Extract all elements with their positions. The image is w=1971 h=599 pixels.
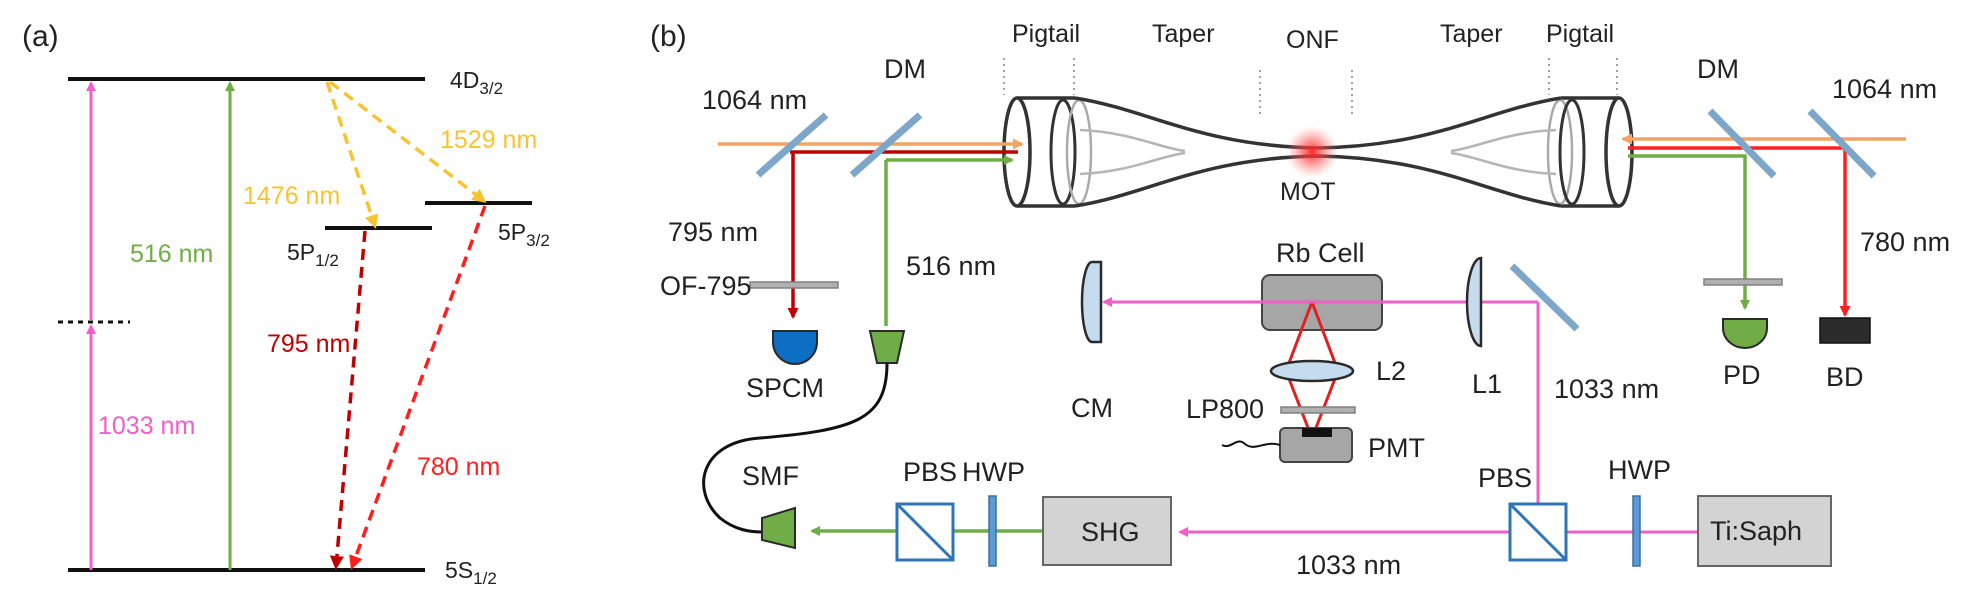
lens-l1[interactable] [1465, 256, 1483, 348]
wl-1033-lower-label: 1033 nm [1296, 550, 1401, 580]
ti-saph-label: Ti:Saph [1710, 516, 1802, 546]
laser-1064-right-label: 1064 nm [1832, 74, 1937, 104]
section-separators [1003, 58, 1618, 118]
pmt-label: PMT [1368, 433, 1425, 463]
mot-cloud [1286, 126, 1338, 178]
pbs-left-label: PBS [903, 457, 957, 487]
dichroic-mirror-left-2[interactable] [849, 112, 923, 178]
mot-label: MOT [1280, 178, 1336, 206]
smf-label: SMF [742, 461, 799, 491]
wl-795-label: 795 nm [668, 217, 758, 247]
pigtail-right-housing [1561, 96, 1619, 208]
decay-780-arrow [349, 205, 487, 570]
decay-1476-label: 1476 nm [243, 182, 340, 210]
filter-of795[interactable] [749, 281, 839, 289]
filter-pd[interactable] [1703, 278, 1783, 286]
filter-of795-label: OF-795 [660, 271, 752, 301]
energy-level-diagram: (a) 4D3/2 5P3/2 5P1/2 5S1/2 1033 nm 516 … [22, 20, 550, 588]
pigtail-left-housing [1017, 96, 1075, 208]
pbs-right-label: PBS [1478, 463, 1532, 493]
ti-saph-laser[interactable] [1697, 495, 1832, 567]
filter-lp800[interactable] [1280, 406, 1356, 414]
pump-wavelength-label: 1033 nm [98, 412, 195, 440]
fiber-coupler-bottom[interactable] [761, 506, 796, 550]
shg-module[interactable] [1042, 496, 1172, 566]
hwp-left[interactable] [988, 495, 997, 567]
lens-l2[interactable] [1269, 359, 1355, 383]
dichroic-mirror-left-1[interactable] [755, 112, 829, 178]
single-mode-fiber [702, 362, 889, 534]
state-5p32-label: 5P3/2 [498, 219, 550, 250]
decay-780-label: 780 nm [417, 453, 500, 481]
filter-lp800-label: LP800 [1186, 394, 1264, 424]
cavity-mirror-cm-label: CM [1071, 393, 1113, 423]
state-4d32-label: 4D3/2 [450, 67, 503, 98]
decay-795-label: 795 nm [267, 330, 350, 358]
taper-right-label: Taper [1440, 20, 1503, 48]
decay-1476-arrow [325, 81, 379, 229]
state-5s12-label: 5S1/2 [445, 557, 497, 588]
wl-780-label: 780 nm [1860, 227, 1950, 257]
cavity-mirror-cm[interactable] [1080, 260, 1103, 344]
hwp-left-label: HWP [962, 457, 1025, 487]
panel-b-label: (b) [650, 20, 687, 53]
beam-dump-bd[interactable] [1819, 317, 1871, 344]
photodiode-pd[interactable] [1722, 318, 1768, 349]
optical-setup: (b) Pigtail Taper ONF Taper Pigtail MOT [650, 20, 1950, 580]
steering-mirror-1033[interactable] [1509, 263, 1580, 332]
wl-516-label: 516 nm [906, 251, 996, 281]
dichroic-mirror-right-1[interactable] [1707, 108, 1777, 179]
spcm-detector[interactable] [772, 330, 818, 365]
wl-1033-upper-label: 1033 nm [1554, 374, 1659, 404]
panel-a-label: (a) [22, 20, 59, 53]
shg-label: SHG [1081, 517, 1140, 547]
onf-label: ONF [1286, 26, 1339, 54]
spcm-label: SPCM [746, 373, 824, 403]
ladder-wavelength-label: 516 nm [130, 240, 213, 268]
beam-780-path [1628, 146, 1851, 317]
laser-1064-left-label: 1064 nm [702, 85, 807, 115]
lens-l2-label: L2 [1376, 356, 1406, 386]
hwp-right-label: HWP [1608, 455, 1671, 485]
beam-516-to-pd [1628, 154, 1750, 310]
rb-cell-label: Rb Cell [1276, 238, 1365, 268]
fiber-coupler-top[interactable] [868, 330, 906, 364]
hwp-right[interactable] [1632, 495, 1641, 567]
decay-1529-label: 1529 nm [440, 126, 537, 154]
taper-left-label: Taper [1152, 20, 1215, 48]
dm-right-label: DM [1697, 54, 1739, 84]
state-5p12-label: 5P1/2 [287, 239, 339, 270]
decay-795-arrow [329, 230, 367, 570]
dm-left-label: DM [884, 54, 926, 84]
nanofiber-assembly [1002, 96, 1634, 208]
lens-l1-label: L1 [1472, 369, 1502, 399]
bd-label: BD [1826, 362, 1864, 392]
pd-label: PD [1723, 360, 1761, 390]
pigtail-right-label: Pigtail [1546, 20, 1614, 48]
decay-1529-arrow [328, 80, 487, 203]
pmt-cable [1221, 440, 1281, 448]
dichroic-mirror-right-2[interactable] [1807, 108, 1877, 179]
pigtail-left-label: Pigtail [1012, 20, 1080, 48]
